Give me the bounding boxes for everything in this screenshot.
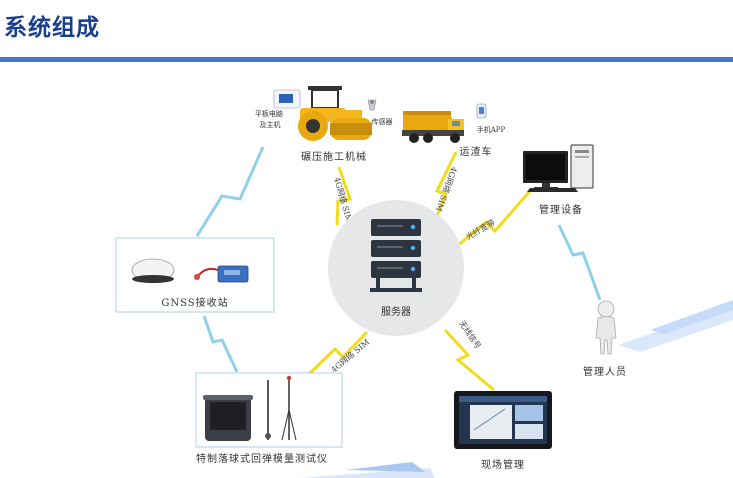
mgmt-person-node: 管理人员 [583, 300, 627, 378]
truck-node: 手机APP 运渣车 [402, 103, 506, 158]
mgmt-device-node: 管理设备 [523, 144, 594, 216]
yellow-bolts [304, 151, 532, 392]
link-server-tester [304, 330, 369, 379]
truck-label: 运渣车 [460, 145, 493, 158]
tester-label: 特制落球式回弹模量测试仪 [196, 452, 328, 465]
server-icon [370, 219, 422, 292]
probe-rod-icon [265, 380, 271, 440]
blue-bolts [195, 146, 602, 373]
roller-tablet-line-2: 及主机 [260, 120, 281, 129]
bg-stripe-right-2 [650, 300, 733, 334]
title-rule [0, 57, 733, 62]
gnss-module-icon [194, 265, 249, 283]
link-server-truck [434, 151, 458, 219]
roller-sensor-label: 传感器 [372, 117, 393, 126]
roller-icon [298, 86, 372, 141]
link-server-device [455, 190, 532, 249]
tablet-screen-icon [454, 391, 552, 449]
link-device-person [557, 224, 602, 301]
link-gnss-tester [202, 315, 239, 373]
onsite-label: 现场管理 [481, 458, 525, 471]
tripod-icon [281, 375, 297, 441]
roller-label: 碾压施工机械 [301, 150, 367, 163]
sensor-icon [367, 99, 377, 111]
link-server-roller [335, 166, 352, 226]
page-title: 系统组成 [4, 15, 100, 41]
roller-tablet-label: 平板电脑 及主机 [255, 109, 285, 129]
rugged-tablet-icon [203, 395, 253, 441]
mgmt-device-label: 管理设备 [539, 203, 583, 216]
roller-tablet-line-1: 平板电脑 [255, 109, 283, 118]
server-node: 服务器 [328, 200, 464, 336]
onsite-node: 现场管理 [454, 391, 552, 471]
gnss-receiver-icon [131, 258, 175, 283]
bg-stripe-bottom-2 [345, 462, 425, 472]
gnss-node: GNSS接收站 [115, 237, 275, 313]
link-label-tester: 4G网络 SIM [329, 337, 371, 375]
mgmt-person-label: 管理人员 [583, 365, 627, 378]
link-gnss-roller [195, 146, 265, 237]
roller-node: 平板电脑 及主机 传感器 碾压施工机械 [255, 86, 393, 163]
person-icon [595, 300, 617, 355]
tester-node: 特制落球式回弹模量测试仪 [195, 372, 343, 465]
link-server-onsite [443, 328, 495, 392]
desktop-computer-icon [523, 144, 594, 192]
phone-icon [476, 103, 487, 119]
truck-app-label: 手机APP [477, 125, 506, 134]
truck-icon [402, 111, 464, 143]
server-label: 服务器 [381, 305, 411, 318]
gnss-label: GNSS接收站 [161, 296, 228, 309]
